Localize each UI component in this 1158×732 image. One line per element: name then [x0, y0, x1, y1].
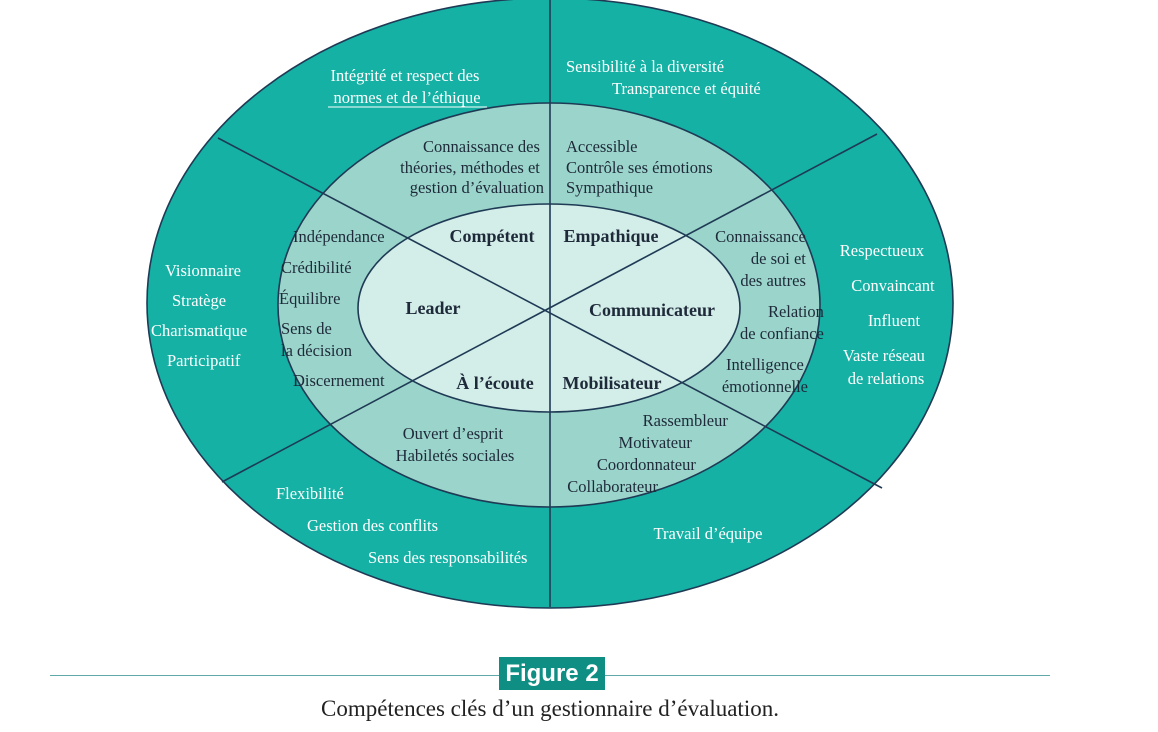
- figure-caption: Compétences clés d’un gestionnaire d’éva…: [321, 696, 779, 721]
- divider-diagonal-b: [221, 133, 878, 483]
- outer-top-left-label: Intégrité et respect des normes et de l’…: [330, 66, 483, 107]
- outer-bottom-right-label: Travail d’équipe: [654, 524, 763, 543]
- middle-bottom-right-label: Rassembleur Motivateur Coordonnateur Col…: [567, 411, 732, 496]
- middle-top-right-label: Accessible Contrôle ses émotions Sympath…: [566, 137, 717, 197]
- core-empathique-label: Empathique: [563, 226, 658, 246]
- outer-top-right-label: Sensibilité à la diversité Transparence …: [566, 57, 761, 98]
- outer-right-label: Respectueux Convaincant Influent Vaste r…: [840, 241, 939, 388]
- figure-label: Figure 2: [499, 657, 605, 690]
- middle-bottom-left-label: Ouvert d’esprit Habiletés sociales: [396, 424, 515, 465]
- divider-diagonal-a: [217, 137, 883, 489]
- outer-left-label: Visionnaire Stratège Charismatique Parti…: [151, 261, 251, 370]
- middle-left-label: Indépendance Crédibilité Équilibre Sens …: [279, 227, 389, 390]
- middle-top-left-label: Connaissance des théories, méthodes et g…: [400, 137, 544, 197]
- core-communicateur-label: Communicateur: [589, 300, 715, 320]
- core-leader-label: Leader: [406, 298, 461, 318]
- outer-bottom-left-label: Flexibilité Gestion des conflits Sens de…: [276, 484, 527, 567]
- core-competent-label: Compétent: [450, 226, 535, 246]
- core-ecoute-label: À l’écoute: [456, 372, 533, 393]
- core-mobilisateur-label: Mobilisateur: [563, 373, 662, 393]
- middle-right-label: Connaissance de soi et des autres Relati…: [715, 227, 828, 396]
- competency-diagram: Intégrité et respect des normes et de l’…: [146, 0, 954, 609]
